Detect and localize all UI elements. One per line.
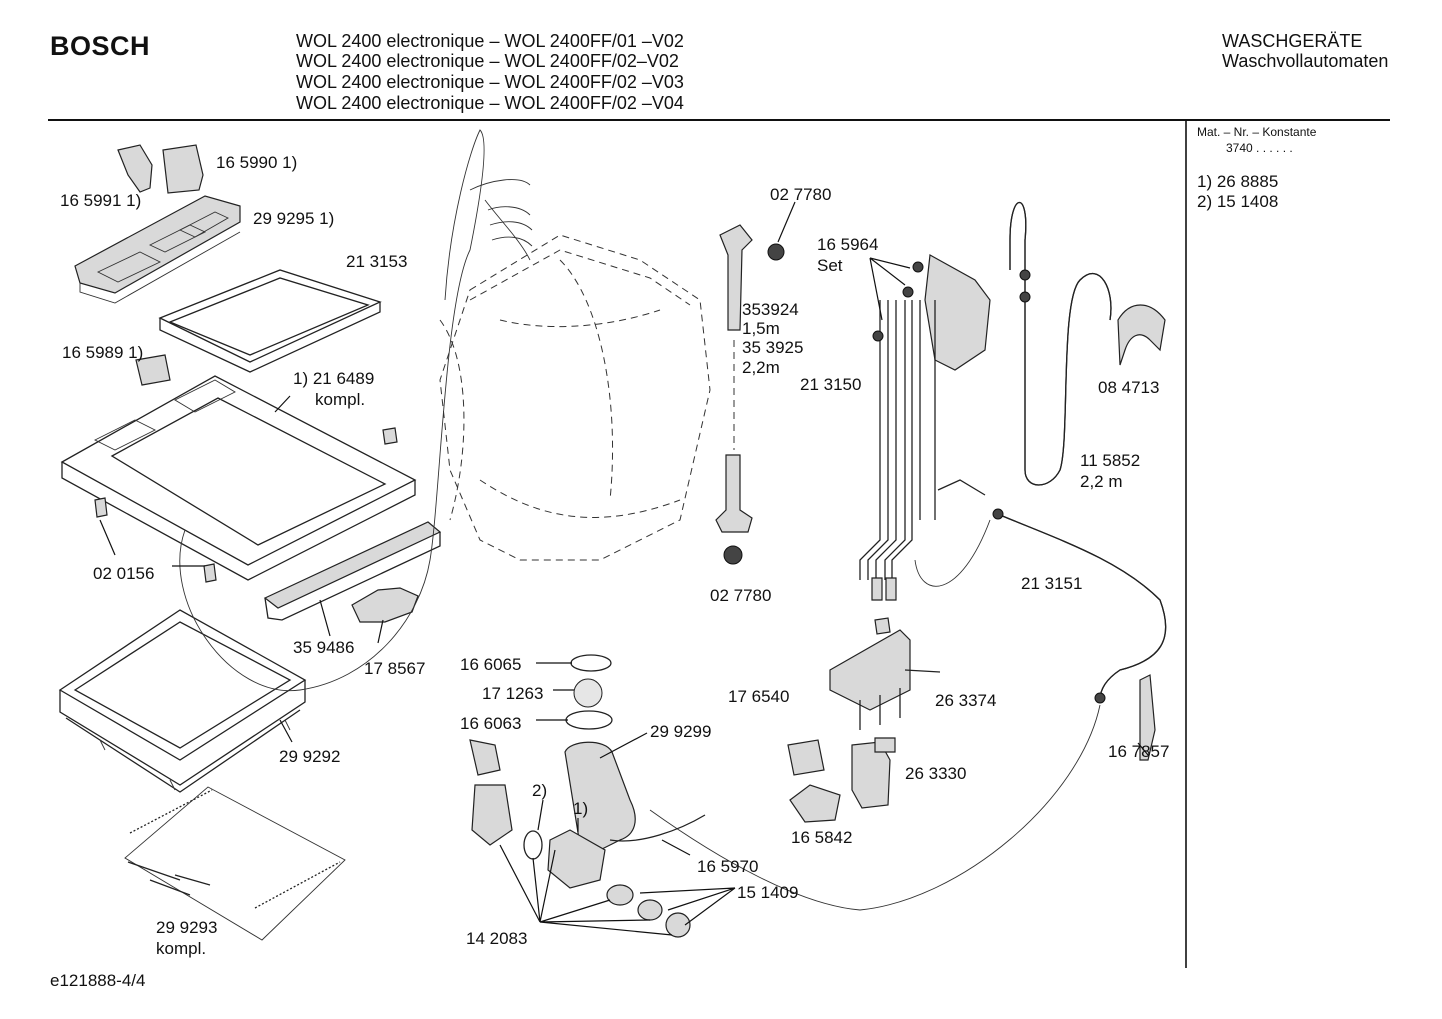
model-line-2: WOL 2400 electronique – WOL 2400FF/02–V0… [296,51,679,71]
sidebar-title: Mat. – Nr. – Konstante [1197,125,1317,139]
part-label: 21 3153 [346,252,408,271]
part-label: 16 5964 [817,235,879,254]
part-label: 29 9295 1) [253,209,335,228]
part-label: 17 6540 [728,687,790,706]
part-label: 1) 21 6489 [293,369,375,388]
drawer-handle-parts [117,144,204,194]
fill-hose [715,201,796,565]
part-label: 16 5970 [697,857,759,876]
part-label: Set [817,256,843,275]
part-label: 17 8567 [364,659,426,678]
drawer-housing [158,269,382,373]
top-frame [60,354,417,583]
model-line-4: WOL 2400 electronique – WOL 2400FF/02 –V… [296,93,684,113]
document-id: e121888-4/4 [50,971,146,990]
solenoid-valve [851,737,896,809]
part-label: 2) [532,781,548,800]
sidebar-note-1: 1) 26 8885 [1197,172,1279,191]
part-label: 02 7780 [710,586,772,605]
part-label: 29 9293 [156,918,218,937]
part-label: 26 3330 [905,764,967,783]
detergent-drawer [74,195,241,304]
part-label: 11 5852 [1080,451,1141,470]
part-label: 1,5m [742,319,780,338]
part-label: 35 3925 [742,338,804,357]
hose-bundle [859,254,991,601]
part-label: 16 5991 1) [60,191,142,210]
part-label: 29 9292 [279,747,341,766]
part-label: 02 7780 [770,185,832,204]
part-label: 353924 [742,300,799,319]
brand-logo: BOSCH [50,31,151,61]
part-label: 16 6065 [460,655,522,674]
sidebar-note-2: 2) 15 1408 [1197,192,1279,211]
part-label: 35 9486 [293,638,355,657]
part-label: 17 1263 [482,684,544,703]
clip-parts [787,739,841,823]
part-label: 16 5842 [791,828,853,847]
part-label: 29 9299 [650,722,712,741]
part-label: kompl. [156,939,207,958]
hinge-bar-and-lock [263,521,442,623]
part-label: 08 4713 [1098,378,1160,397]
part-label: 21 3151 [1021,574,1083,593]
part-label: 21 3150 [800,375,862,394]
subcategory-title: Waschvollautomaten [1222,51,1389,71]
sidebar-constant: 3740 . . . . . . [1226,141,1293,155]
part-label: 02 0156 [93,564,155,583]
model-line-1: WOL 2400 electronique – WOL 2400FF/01 –V… [296,31,684,51]
connecting-hose [649,508,1167,911]
part-label: 16 7857 [1108,742,1170,761]
part-label: 16 5989 1) [62,343,144,362]
part-label: kompl. [315,390,366,409]
part-label: 26 3374 [935,691,997,710]
part-label: 1) [573,799,589,818]
spring-set [124,786,346,941]
outer-tub [439,179,711,561]
part-label: 16 6063 [460,714,522,733]
drain-pump-assembly [469,654,736,938]
part-label: 2,2 m [1080,472,1123,491]
category-title: WASCHGERÄTE [1222,31,1363,51]
tub-outline-curve [179,129,485,692]
drain-hose [1009,202,1166,486]
part-label: 14 2083 [466,929,528,948]
lid-gasket [58,609,307,793]
part-label: 2,2m [742,358,780,377]
leader-lines [99,395,1149,856]
valve-block [829,617,941,730]
part-label: 15 1409 [737,883,799,902]
part-label: 16 5990 1) [216,153,298,172]
model-line-3: WOL 2400 electronique – WOL 2400FF/02 –V… [296,72,684,92]
